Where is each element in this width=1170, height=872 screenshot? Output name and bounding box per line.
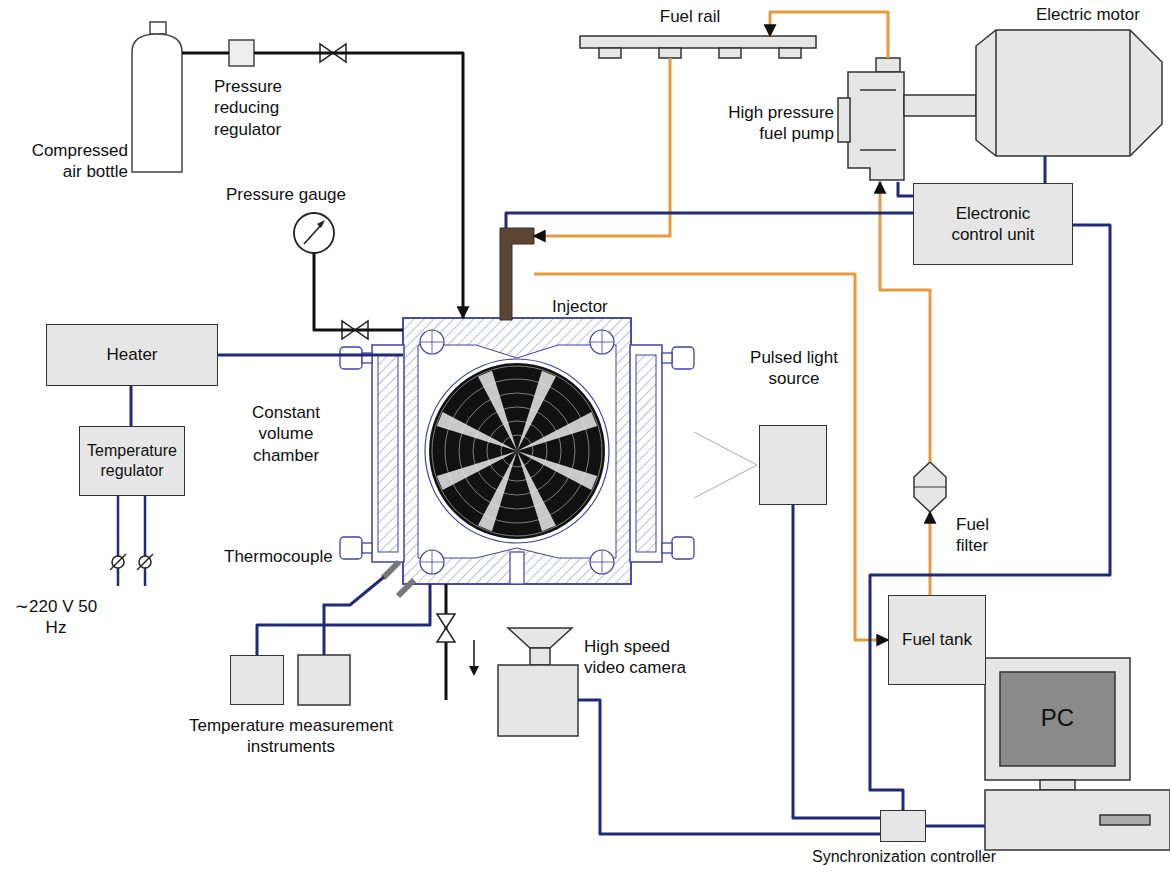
signal-wire — [218, 354, 403, 357]
fuel-rail-node: Fuel rail — [580, 36, 816, 58]
node-label: High speed video camera — [584, 636, 704, 679]
filter-node: Fuel filter — [914, 462, 946, 512]
node-label: Temperature measurement instruments — [171, 715, 411, 758]
process-box: Temperature measurement instruments — [230, 655, 284, 705]
drain-valve — [437, 584, 479, 700]
gauge-node: Pressure gauge — [294, 213, 334, 253]
video-camera — [498, 628, 578, 736]
node-label: Compressed air bottle — [26, 140, 128, 183]
node-label: Heater — [106, 344, 157, 365]
chamber-node: Constant volume chamber — [403, 318, 631, 584]
node-label: Electronic control unit — [945, 203, 1041, 246]
node-label: Injector — [552, 296, 642, 317]
spray-plume — [517, 451, 556, 531]
fuel-filter — [914, 462, 946, 512]
signal-wire — [578, 700, 880, 834]
signal-wire — [130, 386, 133, 426]
process-box: Heater — [46, 324, 218, 386]
mains-wires — [118, 496, 145, 586]
fuel-line — [770, 12, 888, 58]
constant-volume-chamber — [340, 318, 694, 584]
spray-plume — [517, 412, 597, 451]
process-box: Electronic control unit — [913, 183, 1073, 265]
node-label: Pressure reducing regulator — [214, 76, 296, 140]
signal-wire — [506, 213, 913, 228]
electric-motor — [904, 30, 1162, 156]
camera-node: High speed video camera — [498, 628, 578, 736]
fuel-rail — [580, 36, 816, 58]
process-box: Pulsed light source — [759, 425, 827, 505]
air-bottle — [132, 22, 182, 172]
node-label: Constant volume chamber — [236, 402, 336, 466]
annotation-label: Thermocouple — [224, 546, 354, 567]
process-box: Fuel tank — [888, 595, 986, 685]
signal-wire — [1044, 156, 1047, 183]
node-label: High pressure fuel pump — [716, 102, 834, 145]
thermocouple-probes — [298, 562, 414, 705]
air-bottle-node: Compressed air bottle — [132, 30, 182, 172]
node-label: Synchronization controller — [791, 847, 1017, 867]
injector-body — [500, 228, 534, 320]
node-label: PC — [1000, 703, 1115, 733]
node-label: Pressure gauge — [226, 184, 366, 205]
pc-computer — [985, 658, 1170, 850]
node-label: Fuel filter — [956, 514, 1016, 557]
filter-seam — [914, 487, 946, 488]
fuel-line — [534, 274, 888, 640]
pc-node: PC — [985, 658, 1170, 850]
spray-plume — [437, 451, 517, 490]
signal-wire — [926, 825, 985, 828]
node-label: Pulsed light source — [746, 347, 842, 390]
node-label: Fuel tank — [902, 629, 972, 650]
signal-wire — [257, 584, 430, 655]
mains-terminals — [110, 554, 153, 570]
fuel-line — [929, 512, 932, 595]
node-label: Fuel rail — [630, 6, 750, 27]
regulator-symbol — [229, 40, 254, 66]
motor-node: Electric motor — [976, 30, 1162, 156]
spray-plume — [478, 371, 517, 451]
regulator-node: Pressure reducing regulator — [229, 40, 254, 66]
signal-wire — [898, 182, 913, 196]
light-beam — [694, 432, 757, 498]
injector-node: Injector — [500, 228, 534, 320]
fuel-line — [534, 58, 670, 236]
annotation-label: ∼220 V 50 Hz — [14, 596, 98, 639]
signal-wire — [793, 505, 880, 818]
pump-node: High pressure fuel pump — [838, 58, 904, 182]
node-label: Electric motor — [1036, 4, 1166, 25]
node-label: Temperature regulator — [87, 441, 177, 481]
air-line — [182, 52, 229, 55]
process-box: Temperature regulator — [79, 426, 185, 496]
pressure-gauge — [294, 213, 334, 253]
fuel-pump — [838, 58, 904, 180]
process-box: Synchronization controller — [880, 810, 926, 842]
air-line — [314, 253, 403, 330]
